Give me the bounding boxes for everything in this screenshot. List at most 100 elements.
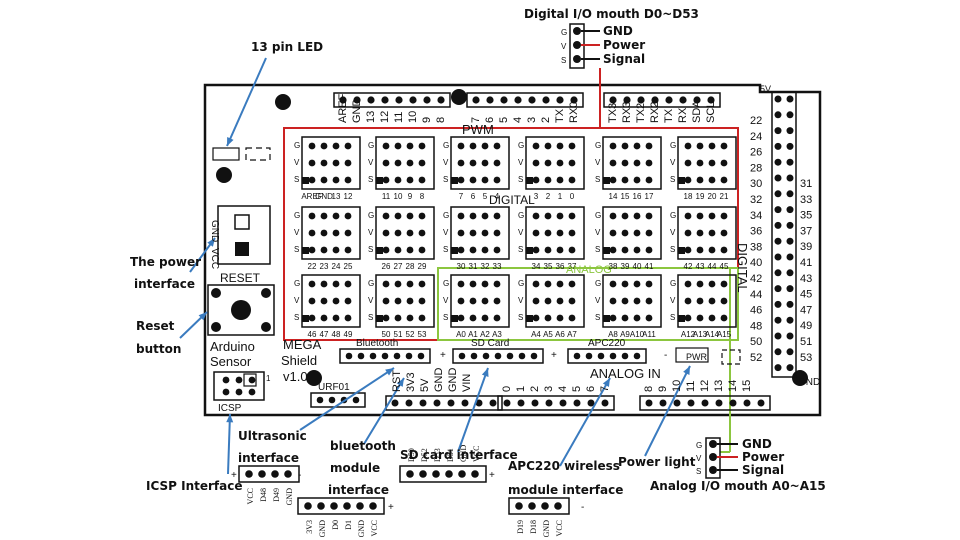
right-pin-label-odd: 49: [800, 320, 812, 332]
sensor-pin: [493, 297, 501, 305]
analog-header-label: 7: [599, 386, 611, 392]
bottom-header-pin: [545, 399, 553, 407]
block-pin-label: 22: [308, 262, 317, 271]
legend-gnd: GND: [742, 437, 772, 451]
sensor-pin: [568, 314, 576, 322]
sensor-pin: [493, 229, 501, 237]
apc220-board-connector-pin: [609, 352, 617, 360]
sensor-pin: [308, 314, 316, 322]
plus-sign: +: [440, 350, 446, 361]
sensor-pin: [720, 297, 728, 305]
sensor-pin: [556, 314, 564, 322]
callout-power-light: Power light: [618, 455, 696, 469]
sensor-pin: [394, 142, 402, 150]
power-header-label: GND: [447, 368, 459, 393]
sdcard-connector-pin: [458, 470, 466, 478]
header-pin: [623, 96, 631, 104]
header-pin: [609, 96, 617, 104]
header-pin: [367, 96, 375, 104]
analog-header-label: 9: [657, 386, 669, 392]
led13: [212, 147, 240, 161]
bluetooth-plus: +: [388, 502, 394, 513]
icsp-pin-1: [243, 373, 257, 387]
gvs-label: G: [595, 141, 601, 150]
sensor-block: [525, 136, 585, 190]
apc220-board-connector-pin: [621, 352, 629, 360]
gvs-label: V: [595, 296, 601, 305]
ultrasonic-connector-pin-label: D49: [272, 488, 281, 502]
block-pin-label: 40: [633, 262, 642, 271]
sensor-pin: [320, 314, 328, 322]
right-pin-label-even: 46: [750, 305, 762, 317]
sdcard-connector-pin: [445, 470, 453, 478]
reset-button-corner: [261, 288, 271, 298]
gvs-label: S: [368, 175, 373, 184]
right-pin-label-even: 38: [750, 241, 762, 253]
apc220-board-connector: [567, 348, 647, 364]
sensor-block: [677, 274, 737, 328]
sensor-pin: [481, 212, 489, 220]
block-pin-label: 43: [696, 262, 705, 271]
reset-button: [207, 284, 275, 336]
legend-pin-power: [573, 41, 581, 49]
block-pin-label: A6: [555, 330, 565, 339]
callout-arrow-line: [299, 367, 395, 431]
block-pin-label: A9: [620, 330, 630, 339]
bottom-header-pin: [573, 399, 581, 407]
apc220-connector-pin-label: GND: [542, 520, 551, 538]
legend-pin-power: [709, 453, 717, 461]
icsp-pin: [248, 376, 256, 384]
block-pin-label: 14: [609, 192, 618, 201]
sensor-pin: [696, 229, 704, 237]
sensor-pin: [308, 212, 316, 220]
sensor-pin: [556, 159, 564, 167]
bottom-header-pin: [559, 399, 567, 407]
sensor-pin: [344, 159, 352, 167]
led13-pad: [245, 147, 271, 161]
sensor-pin: [556, 280, 564, 288]
block-pin-label: A3: [492, 330, 502, 339]
legend-pin-signal: [709, 466, 717, 474]
right-pin-label-odd: 45: [800, 289, 812, 301]
header-label: RX0: [568, 102, 580, 123]
sensor-pin: [418, 159, 426, 167]
sensor-pin: [544, 212, 552, 220]
bottom-header-pin: [405, 399, 413, 407]
sensor-pin: [621, 280, 629, 288]
sensor-pin: [469, 159, 477, 167]
header-pin: [786, 158, 794, 166]
bottom-header-pin: [645, 399, 653, 407]
callout-arrow-line: [644, 365, 691, 457]
callout-arrowhead: [385, 368, 394, 376]
ultrasonic-connector-pin: [258, 470, 266, 478]
gvs-label: S: [294, 313, 299, 322]
sensor-pin: [696, 297, 704, 305]
header-pin: [786, 332, 794, 340]
gvs-label: G: [518, 279, 524, 288]
five-v-label: 5V: [760, 84, 771, 94]
pin-header: [603, 92, 721, 108]
sensor-pin: [684, 314, 692, 322]
block-pin-label: 30: [457, 262, 466, 271]
sensor-pin: [532, 297, 540, 305]
right-pin-label-even: 44: [750, 289, 762, 301]
gvs-label: V: [443, 228, 449, 237]
sensor-pin: [320, 176, 328, 184]
sensor-pin: [457, 176, 465, 184]
header-pin: [786, 111, 794, 119]
block-marker: [678, 177, 685, 184]
sensor-pin: [609, 280, 617, 288]
analog-header-label: 10: [671, 380, 683, 392]
sensor-pin: [684, 159, 692, 167]
block-pin-label: 5: [483, 192, 488, 201]
sensor-pin: [684, 297, 692, 305]
sensor-pin: [457, 314, 465, 322]
sensor-pin: [332, 176, 340, 184]
block-pin-label: 46: [308, 330, 317, 339]
block-pin-label: A4: [531, 330, 541, 339]
sdcard-connector-pin-label: D50: [407, 448, 416, 462]
bluetooth-board-connector-pin: [357, 352, 365, 360]
block-marker: [451, 247, 458, 254]
sdcard-connector-pin-label: GND: [459, 444, 468, 462]
block-pin-label: 3: [534, 192, 539, 201]
